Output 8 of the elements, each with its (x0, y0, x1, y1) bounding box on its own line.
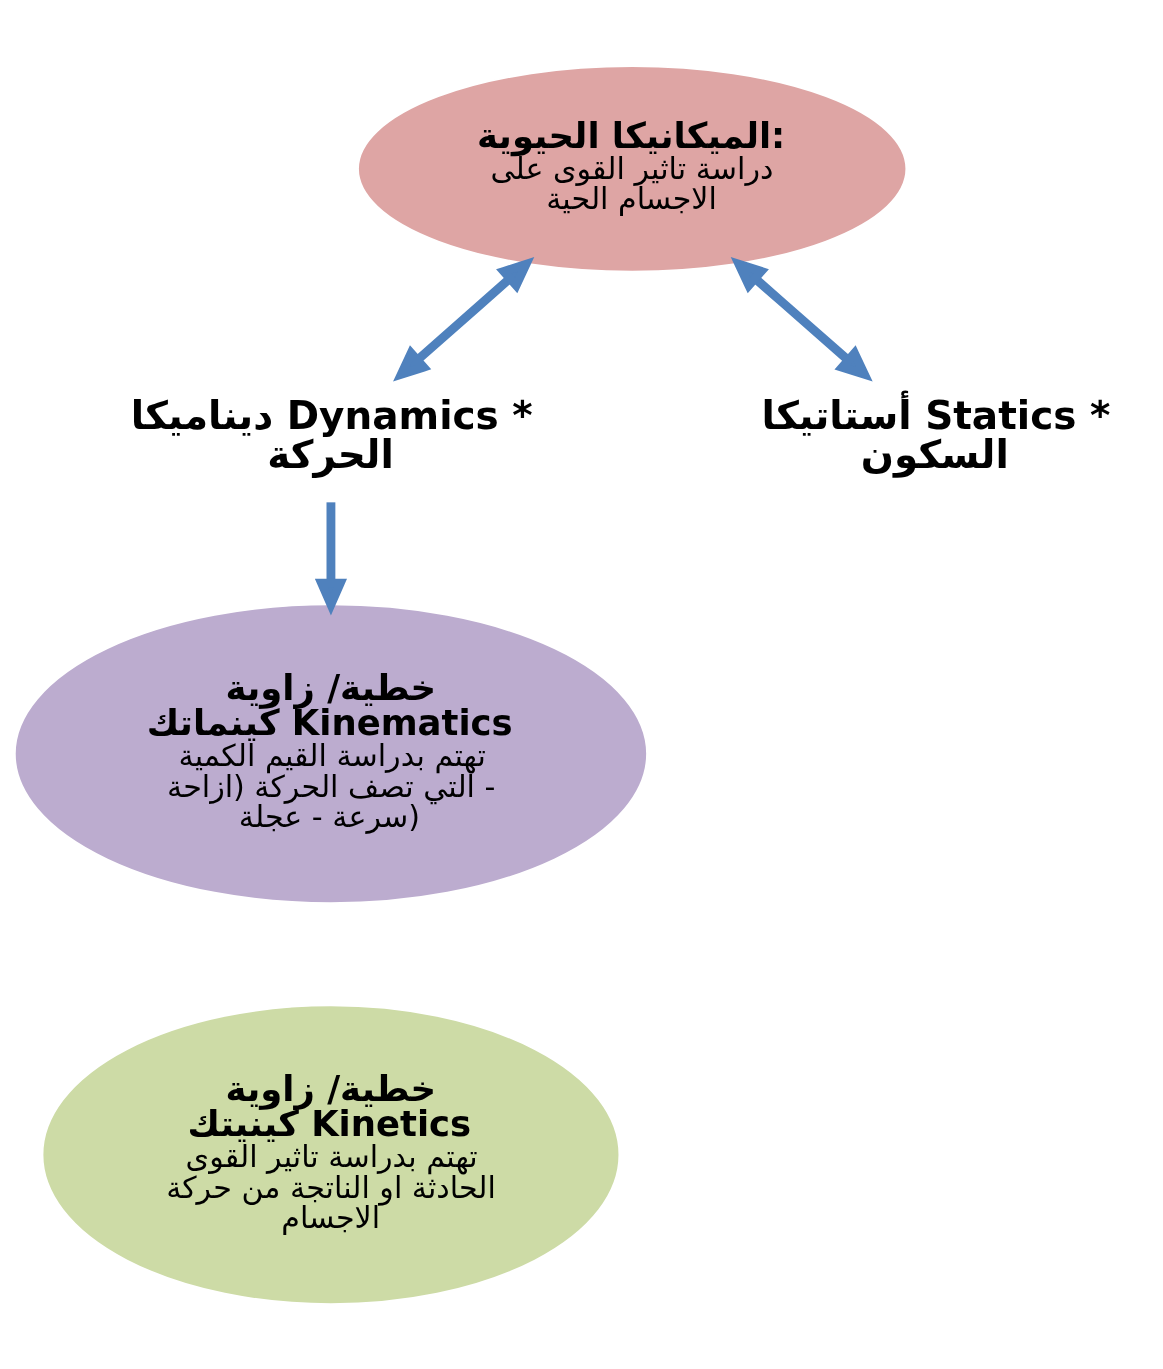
node-ellipse: الميكانيكا الحيوية: دراسة تاثير القوى على الاجسام الحية (357, 64, 908, 272)
arrow (730, 256, 873, 382)
arrow (393, 256, 535, 382)
arrow (314, 501, 347, 616)
node-text: أستاتيكا Statics * السكون (761, 392, 1111, 477)
node-ellipse: خطية/ زاوية كينماتك Kinematics تهتم بدراسة القيم الكمية التي تصف الحركة (ازاحة - سرعة - عجلة) (13, 603, 648, 904)
node-text: ديناميكا Dynamics * الحركة (130, 392, 533, 477)
node-ellipse: خطية/ زاوية كينيتك Kinetics تهتم بدراسة تاثير القوى الحادثة او الناتجة من حركة الاجسام (41, 1004, 621, 1305)
